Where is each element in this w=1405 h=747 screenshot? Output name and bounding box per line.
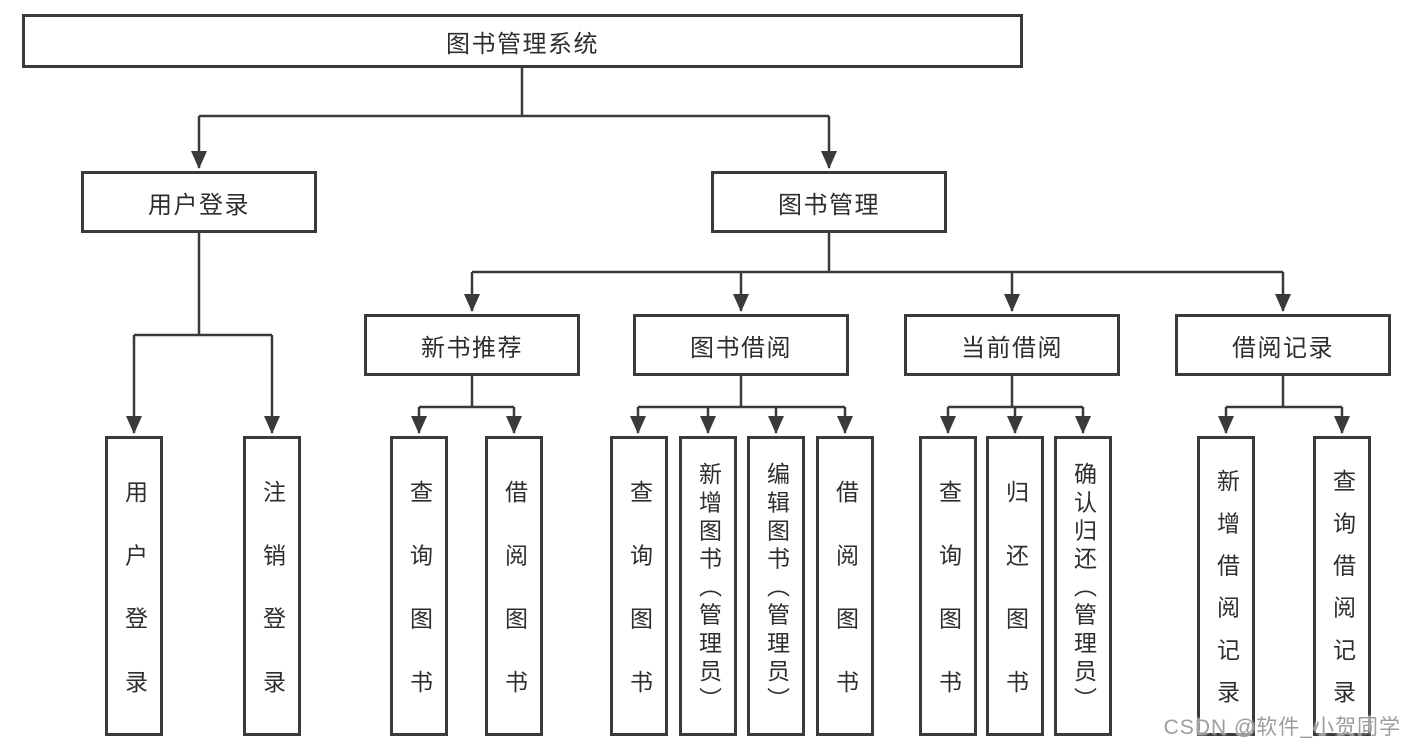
- leaf-user-login: 用户登录: [105, 436, 163, 736]
- node-book-borrow: 图书借阅: [633, 314, 849, 376]
- leaf-borrow-borrow-book-label: 借阅图书: [832, 479, 859, 733]
- leaf-borrow-query-book-label: 查询图书: [626, 479, 653, 733]
- leaf-user-login-label: 用户登录: [121, 479, 148, 733]
- node-current-borrow: 当前借阅: [904, 314, 1120, 376]
- node-book-management: 图书管理: [711, 171, 947, 233]
- leaf-current-query-book-label: 查询图书: [935, 479, 962, 733]
- node-root-label: 图书管理系统: [446, 30, 599, 58]
- leaf-borrow-add-book: 新增图书（管理员）: [679, 436, 737, 736]
- node-book-borrow-label: 图书借阅: [690, 334, 792, 362]
- leaf-current-confirm-return-label: 确认归还（管理员）: [1070, 462, 1097, 715]
- node-current-borrow-label: 当前借阅: [961, 334, 1063, 362]
- leaf-borrow-edit-book-label: 编辑图书（管理员）: [763, 462, 790, 715]
- leaf-current-query-book: 查询图书: [919, 436, 977, 736]
- leaf-recommend-borrow-book: 借阅图书: [485, 436, 543, 736]
- node-new-book-recommend: 新书推荐: [364, 314, 580, 376]
- leaf-current-confirm-return: 确认归还（管理员）: [1054, 436, 1112, 736]
- leaf-logout-login: 注销登录: [243, 436, 301, 736]
- leaf-recommend-borrow-book-label: 借阅图书: [501, 479, 528, 733]
- node-book-management-label: 图书管理: [778, 191, 880, 219]
- leaf-recommend-query-book: 查询图书: [390, 436, 448, 736]
- leaf-current-return-book: 归还图书: [986, 436, 1044, 736]
- node-borrow-records: 借阅记录: [1175, 314, 1391, 376]
- node-user-login-label: 用户登录: [148, 191, 250, 219]
- leaf-record-add: 新增借阅记录: [1197, 436, 1255, 736]
- leaf-record-query: 查询借阅记录: [1313, 436, 1371, 736]
- leaf-recommend-query-book-label: 查询图书: [406, 479, 433, 733]
- leaf-record-add-label: 新增借阅记录: [1213, 469, 1240, 722]
- node-user-login: 用户登录: [81, 171, 317, 233]
- leaf-current-return-book-label: 归还图书: [1002, 479, 1029, 733]
- leaf-borrow-query-book: 查询图书: [610, 436, 668, 736]
- leaf-record-query-label: 查询借阅记录: [1329, 469, 1356, 722]
- leaf-borrow-add-book-label: 新增图书（管理员）: [695, 462, 722, 715]
- leaf-borrow-edit-book: 编辑图书（管理员）: [747, 436, 805, 736]
- node-new-book-recommend-label: 新书推荐: [421, 334, 523, 362]
- node-borrow-records-label: 借阅记录: [1232, 334, 1334, 362]
- node-root: 图书管理系统: [22, 14, 1023, 68]
- leaf-logout-login-label: 注销登录: [259, 479, 286, 733]
- watermark-text: CSDN @软件_小贺同学: [1163, 716, 1401, 739]
- leaf-borrow-borrow-book: 借阅图书: [816, 436, 874, 736]
